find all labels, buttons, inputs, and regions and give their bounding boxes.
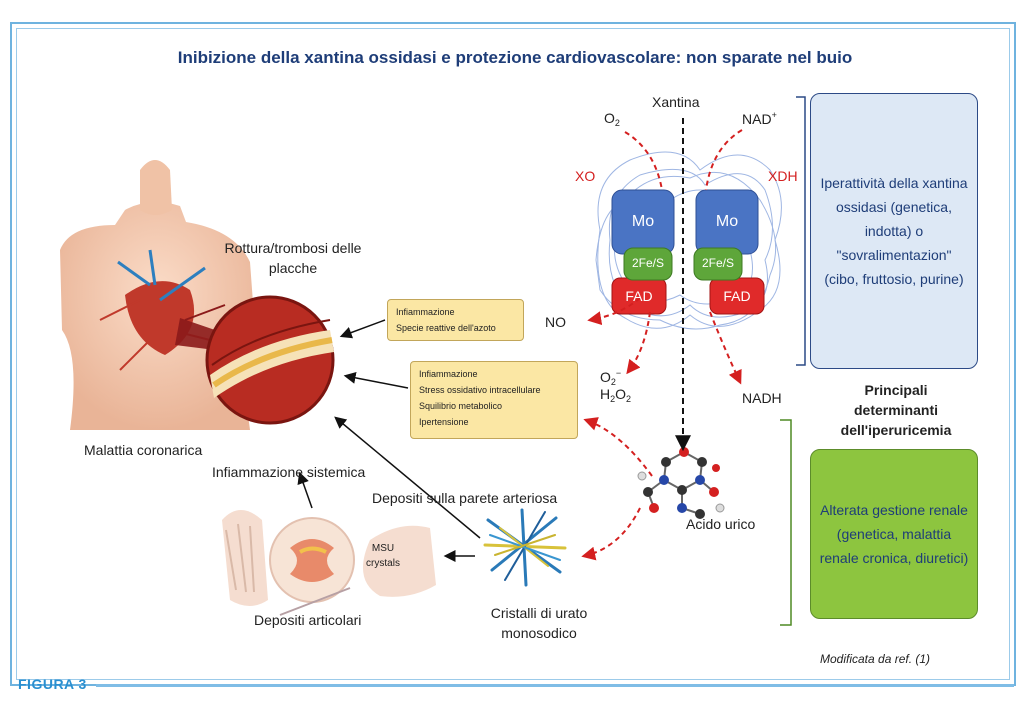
fes-right-label: 2Fe/S: [701, 256, 734, 270]
systemic-inflammation-label: Infiammazione sistemica: [212, 464, 366, 480]
o2-label: O2: [604, 110, 620, 128]
source-note: Modificata da ref. (1): [820, 652, 931, 666]
xo-label: XO: [575, 168, 596, 184]
oxidative-effects-box: Infiammazione Stress ossidativo intracel…: [410, 361, 578, 439]
nadh-label: NADH: [742, 390, 782, 406]
footer-rule: [96, 684, 1014, 687]
xo-hyperactivity-box: Iperattività della xantina ossidasi (gen…: [810, 93, 978, 369]
oxidative-effect-item: Infiammazione: [419, 369, 478, 379]
nitrogen-effect-item: Infiammazione: [396, 307, 455, 317]
mo-left-label: Mo: [631, 213, 655, 230]
superoxide-label: O2−: [600, 368, 622, 387]
xdh-label: XDH: [768, 168, 798, 184]
oxidative-effect-item: Stress ossidativo intracellulare: [419, 385, 541, 395]
uric-acid-molecule-icon: [637, 447, 725, 519]
nad-label: NAD+: [742, 110, 777, 127]
arterial-deposits-label: Depositi sulla parete arteriosa: [372, 490, 558, 506]
xanthine-oxidase-enzyme-icon: [595, 151, 782, 330]
reaction-arrows: [581, 129, 743, 561]
fes-left-label: 2Fe/S: [631, 256, 664, 270]
figure-title: Inibizione della xantina ossidasi e prot…: [177, 48, 853, 67]
urate-crystals-label: Cristalli di urato monosodico: [490, 605, 588, 641]
bracket-bottom: [780, 419, 792, 626]
joint-deposits-label: Depositi articolari: [254, 612, 362, 628]
figure-label: FIGURA 3: [18, 676, 87, 692]
effect-arrows: [297, 319, 481, 562]
uric-acid-label: Acido urico: [686, 516, 756, 532]
nitrogen-effect-item: Specie reattive dell'azoto: [396, 323, 496, 333]
mo-right-label: Mo: [715, 213, 739, 230]
fad-left-label: FAD: [625, 288, 653, 304]
bracket-top: [796, 96, 806, 366]
nitrogen-effects-box: Infiammazione Specie reattive dell'azoto: [387, 299, 524, 341]
h2o2-label: H2O2: [600, 386, 632, 404]
msu-crystals-label: MSU crystals: [366, 543, 400, 569]
artery-plaque-icon: [205, 295, 335, 425]
foot-joint-illustration: [222, 510, 436, 616]
oxidative-effect-item: Ipertensione: [419, 417, 469, 427]
figure-frame-inner: [16, 28, 1010, 680]
urate-crystal-icon: [483, 508, 567, 587]
torso-heart-illustration: [60, 160, 255, 430]
coronary-disease-label: Malattia coronarica: [84, 442, 203, 458]
plaque-rupture-label: Rottura/trombosi delle placche: [224, 240, 362, 276]
xanthine-label: Xantina: [652, 94, 700, 110]
oxidative-effect-item: Squilibrio metabolico: [419, 401, 503, 411]
renal-handling-box: Alterata gestione renale (genetica, mala…: [810, 449, 978, 619]
fad-right-label: FAD: [723, 288, 751, 304]
main-determinants-label: Principali determinanti dell'iperuricemi…: [840, 382, 952, 438]
no-label: NO: [545, 314, 566, 330]
